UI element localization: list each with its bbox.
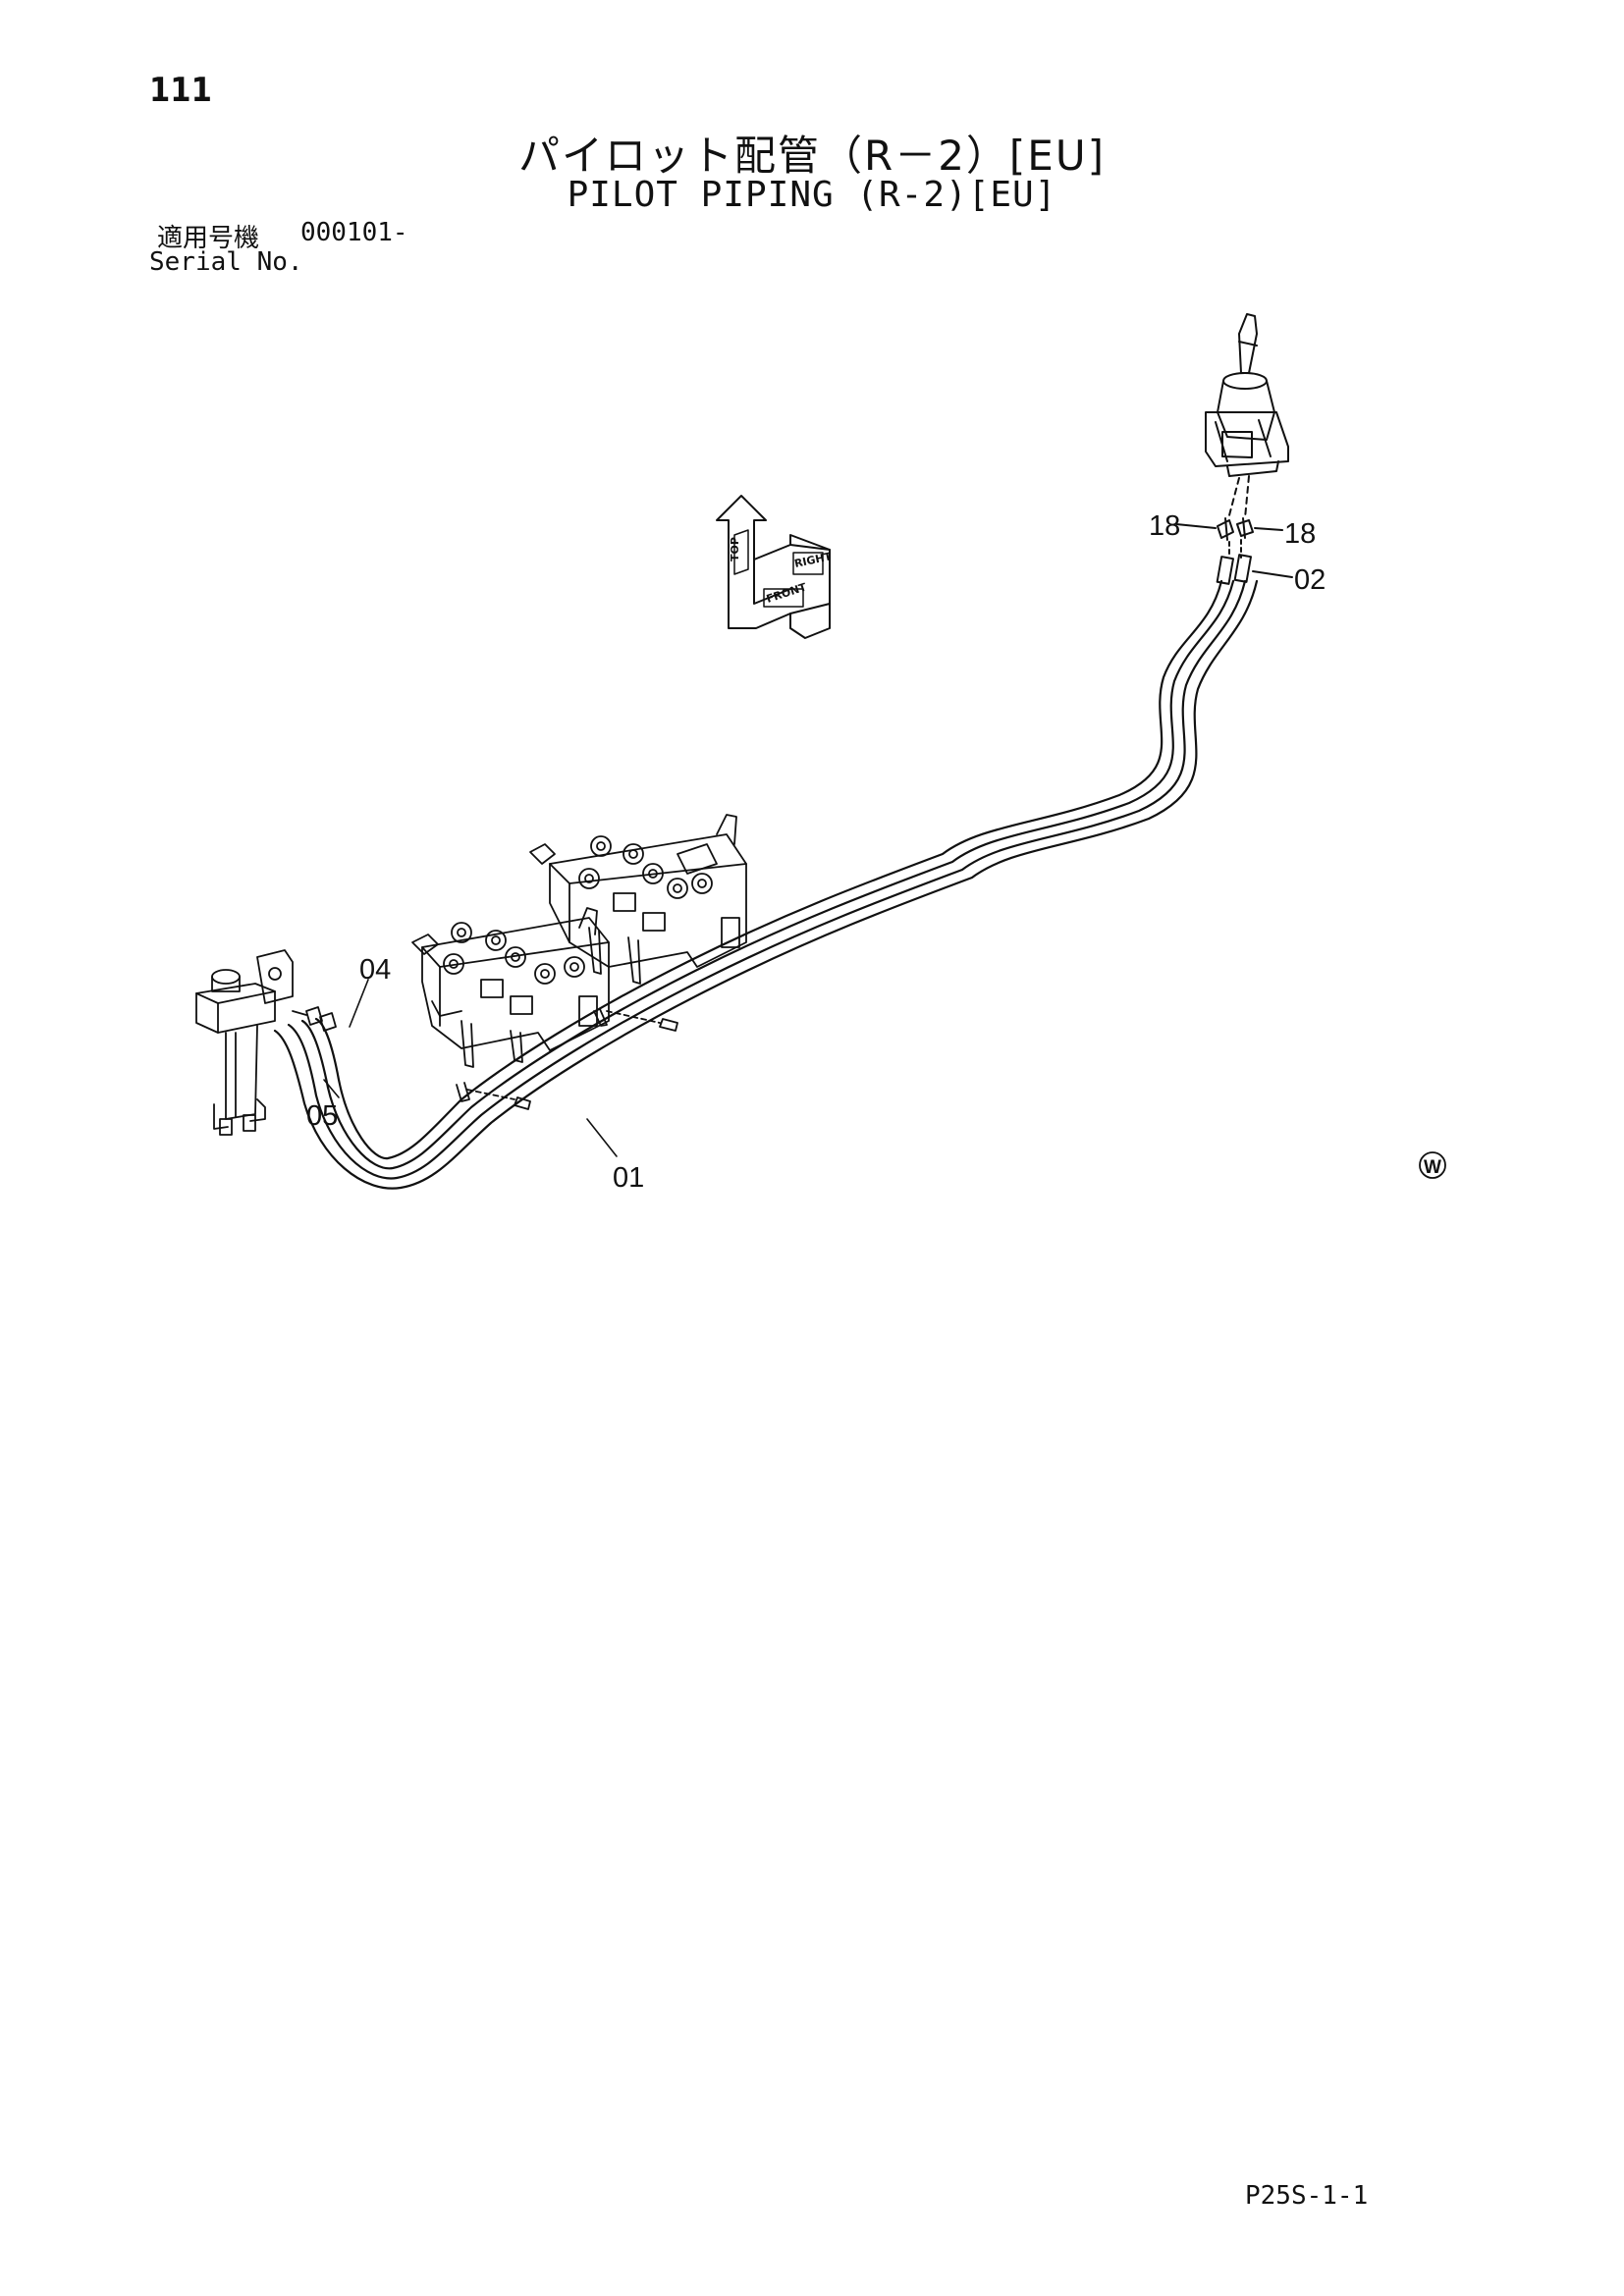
serial-label-english: Serial No.	[149, 247, 303, 277]
callout-18-left: 18	[1149, 510, 1180, 542]
control-valve-block	[411, 814, 747, 1110]
pilot-control-valve	[1205, 313, 1289, 519]
circled-w-mark	[1419, 1151, 1446, 1179]
hose-end-02	[1216, 554, 1252, 585]
orientation-indicator	[716, 495, 831, 639]
page-title-english: PILOT PIPING (R-2)[EU]	[567, 175, 1057, 215]
orientation-front-label: FRONT	[765, 580, 808, 606]
solenoid-valve	[195, 949, 337, 1136]
callout-02: 02	[1294, 564, 1326, 596]
page-number: 111	[149, 71, 212, 110]
callout-leaders	[323, 979, 618, 1157]
fitting-18-right	[1236, 517, 1283, 539]
pilot-hose-bundle	[273, 579, 1259, 1190]
page-code: P25S-1-1	[1245, 2181, 1369, 2211]
serial-number-value: 000101-	[300, 218, 408, 247]
circled-w-letter: W	[1424, 1157, 1441, 1178]
serial-label-japanese: 適用号機	[157, 224, 260, 253]
fitting-18-left	[1175, 517, 1234, 541]
page-title-japanese: パイロット配管（R－2）[EU]	[518, 132, 1106, 180]
callout-05: 05	[306, 1100, 338, 1132]
callout-04: 04	[359, 954, 391, 986]
orientation-top-label: TOP	[729, 537, 741, 561]
callout-01: 01	[613, 1162, 644, 1194]
callout-18-right: 18	[1284, 518, 1316, 550]
